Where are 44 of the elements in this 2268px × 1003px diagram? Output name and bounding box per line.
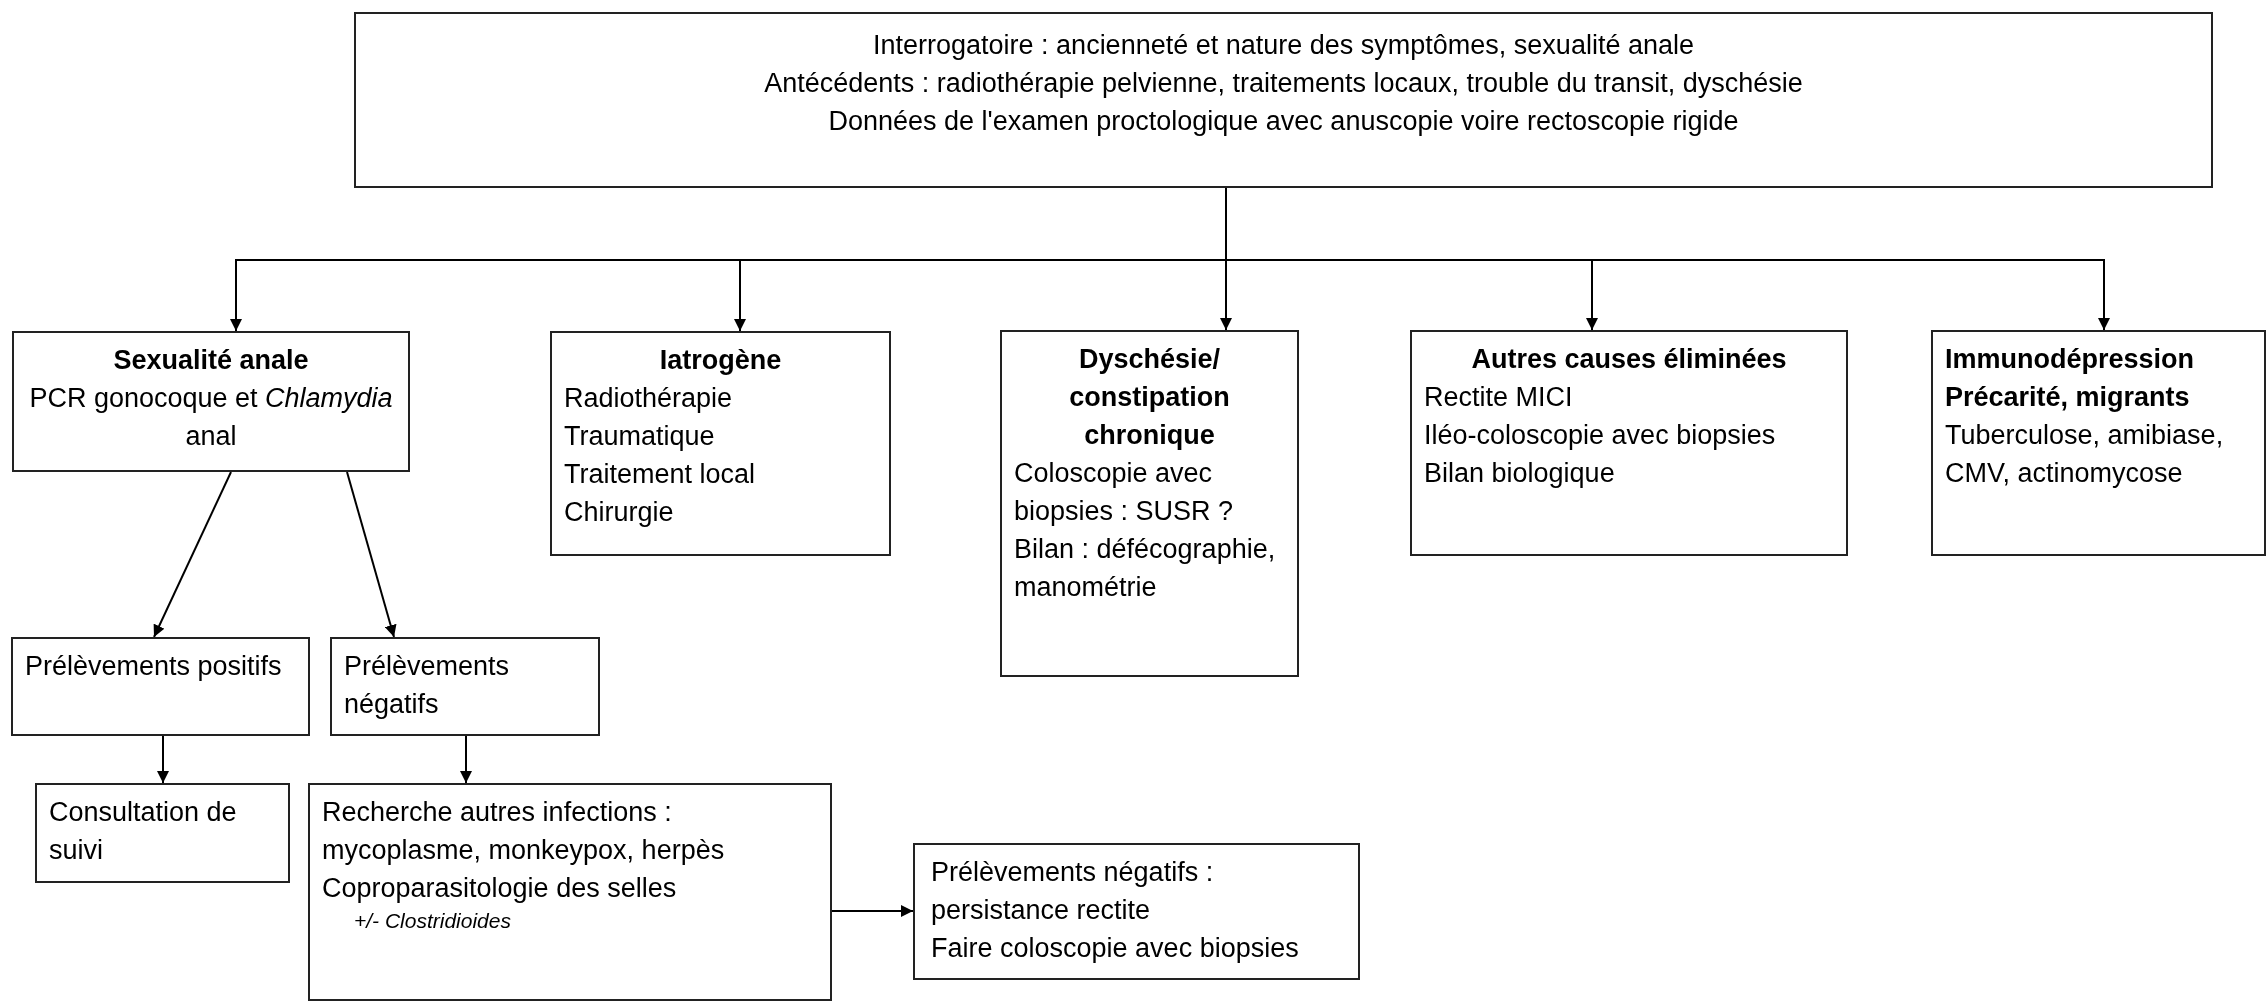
- process-box: [1000, 330, 1299, 677]
- box-text: Recherche autres infections : mycoplasme, monkeypox, herpès: [322, 796, 726, 867]
- box-text: Faire coloscopie avec biopsies: [931, 932, 1300, 965]
- box-heading: Autres causes éliminées: [1470, 343, 1788, 376]
- process-box: [308, 783, 832, 1001]
- process-box: [354, 12, 2213, 188]
- box-text: Données de l'examen proctologique avec anuscopie voire rectoscopie rigide: [827, 105, 1740, 138]
- process-box: [1410, 330, 1848, 556]
- box-text: Prélèvements négatifs: [344, 650, 511, 721]
- arrow: [460, 735, 472, 784]
- box-heading: Précarité, migrants: [1945, 381, 2191, 414]
- process-box: [1931, 330, 2266, 556]
- box-text: Coproparasitologie des selles: [322, 872, 678, 905]
- box-text: Bilan biologique: [1424, 457, 1616, 490]
- process-box: [550, 331, 891, 556]
- box-text: Prélèvements négatifs : persistance rectite: [931, 856, 1215, 927]
- arrow: [346, 471, 397, 638]
- process-box: [35, 783, 290, 883]
- box-text: PCR gonocoque et Chlamydia anal: [28, 382, 394, 453]
- arrow: [831, 905, 914, 917]
- box-text: Rectite MICI: [1424, 381, 1574, 414]
- arrow: [157, 735, 169, 784]
- process-box: [11, 637, 310, 736]
- process-box: [913, 843, 1360, 980]
- box-text: +/- Clostridioides: [353, 908, 512, 934]
- box-text: Traumatique: [564, 420, 716, 453]
- box-text: Tuberculose, amibiase, CMV, actinomycose: [1945, 419, 2225, 490]
- box-text: Consultation de suivi: [49, 796, 238, 867]
- box-heading: Immunodépression: [1945, 343, 2196, 376]
- box-text: Antécédents : radiothérapie pelvienne, traitements locaux, trouble du transit, dyschésie: [763, 67, 1804, 100]
- box-text: Traitement local: [564, 458, 757, 491]
- box-text: Radiothérapie: [564, 382, 734, 415]
- arrow: [153, 471, 232, 638]
- box-text: Coloscopie avec biopsies : SUSR ?: [1014, 457, 1235, 528]
- box-text: Iléo-coloscopie avec biopsies: [1424, 419, 1777, 452]
- box-heading: Dyschésie/ constipation chronique: [1068, 343, 1231, 452]
- process-box: [12, 331, 410, 472]
- process-box: [330, 637, 600, 736]
- box-text: Bilan : défécographie, manométrie: [1014, 533, 1277, 604]
- box-heading: Iatrogène: [658, 344, 783, 377]
- box-text: Chirurgie: [564, 496, 675, 529]
- box-text: Prélèvements positifs: [25, 650, 283, 683]
- box-text: Interrogatoire : ancienneté et nature des symptômes, sexualité anale: [872, 29, 1695, 62]
- box-heading: Sexualité anale: [112, 344, 310, 377]
